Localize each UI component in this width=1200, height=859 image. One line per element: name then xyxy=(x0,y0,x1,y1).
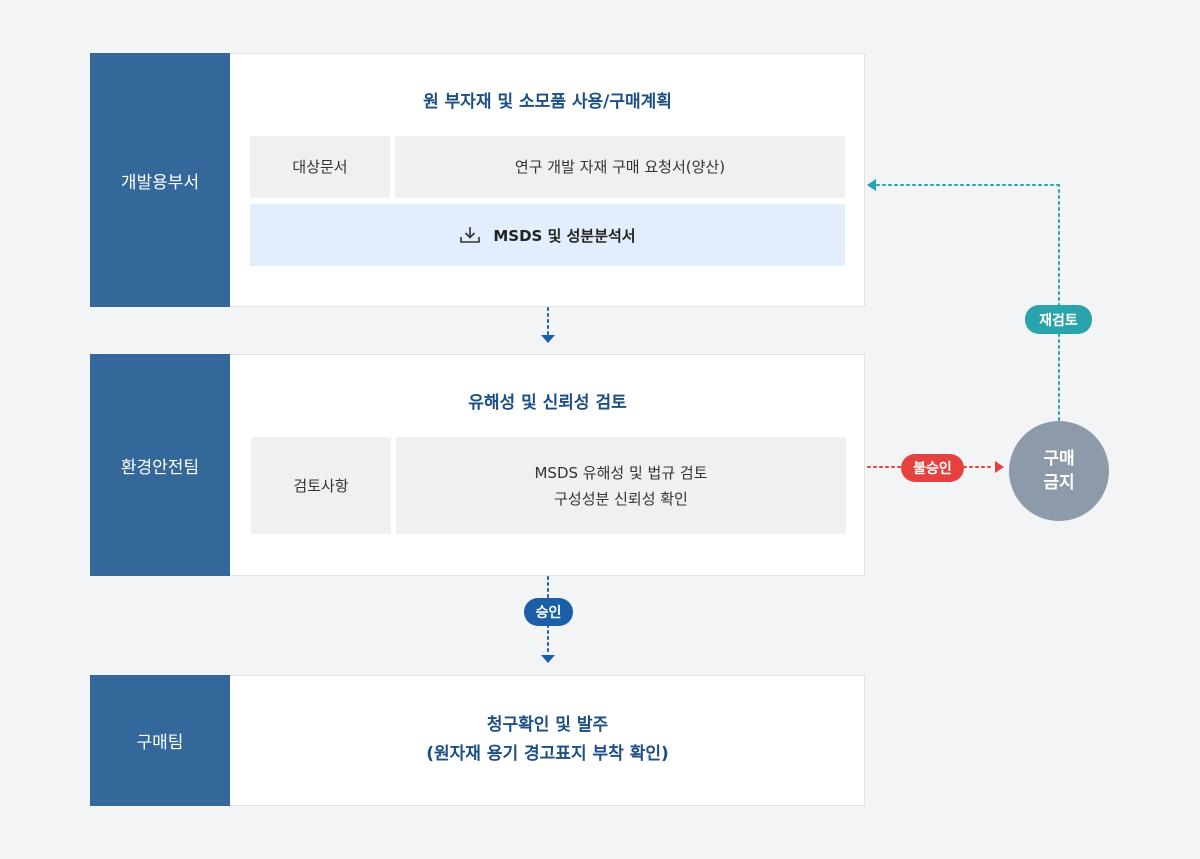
step-title-review: 유해성 및 신뢰성 검토 xyxy=(468,393,627,413)
arrow-right-icon xyxy=(995,461,1004,473)
row-label-review-items: 검토사항 xyxy=(251,437,391,534)
review-item-1: MSDS 유해성 및 법규 검토 xyxy=(534,463,708,482)
purchase-prohibited-line1: 구매 xyxy=(1043,449,1075,469)
download-icon xyxy=(459,225,481,245)
row-label-target-docs: 대상문서 xyxy=(250,136,390,198)
download-msds-button[interactable]: MSDS 및 성분분석서 xyxy=(250,204,845,266)
review-item-2: 구성성분 신뢰성 확인 xyxy=(554,489,688,508)
arrow-left-icon xyxy=(867,179,876,191)
row-value-target-docs: 연구 개발 자재 구매 요청서(양산) xyxy=(395,136,845,198)
arrow-down-icon xyxy=(541,655,555,663)
step-title-order-line1: 청구확인 및 발주 xyxy=(486,715,609,735)
row-value-review-items: MSDS 유해성 및 법규 검토 구성성분 신뢰성 확인 xyxy=(396,437,846,534)
reject-badge: 불승인 xyxy=(901,454,964,482)
department-label-development: 개발용부서 xyxy=(90,53,230,307)
department-label-safety: 환경안전팀 xyxy=(90,354,230,576)
department-label-purchasing: 구매팀 xyxy=(90,675,230,806)
approve-badge: 승인 xyxy=(524,598,573,626)
step-title-order: 청구확인 및 발주 (원자재 용기 경고표지 부착 확인) xyxy=(230,711,865,769)
review-again-badge: 재검토 xyxy=(1025,305,1092,334)
step-title-order-line2: (원자재 용기 경고표지 부착 확인) xyxy=(426,744,669,764)
purchase-prohibited-node: 구매 금지 xyxy=(1009,421,1109,521)
step-title-plan: 원 부자재 및 소모품 사용/구매계획 xyxy=(423,92,672,112)
download-label: MSDS 및 성분분석서 xyxy=(493,226,636,245)
purchase-prohibited-line2: 금지 xyxy=(1043,473,1075,493)
arrow-down-icon xyxy=(541,335,555,343)
